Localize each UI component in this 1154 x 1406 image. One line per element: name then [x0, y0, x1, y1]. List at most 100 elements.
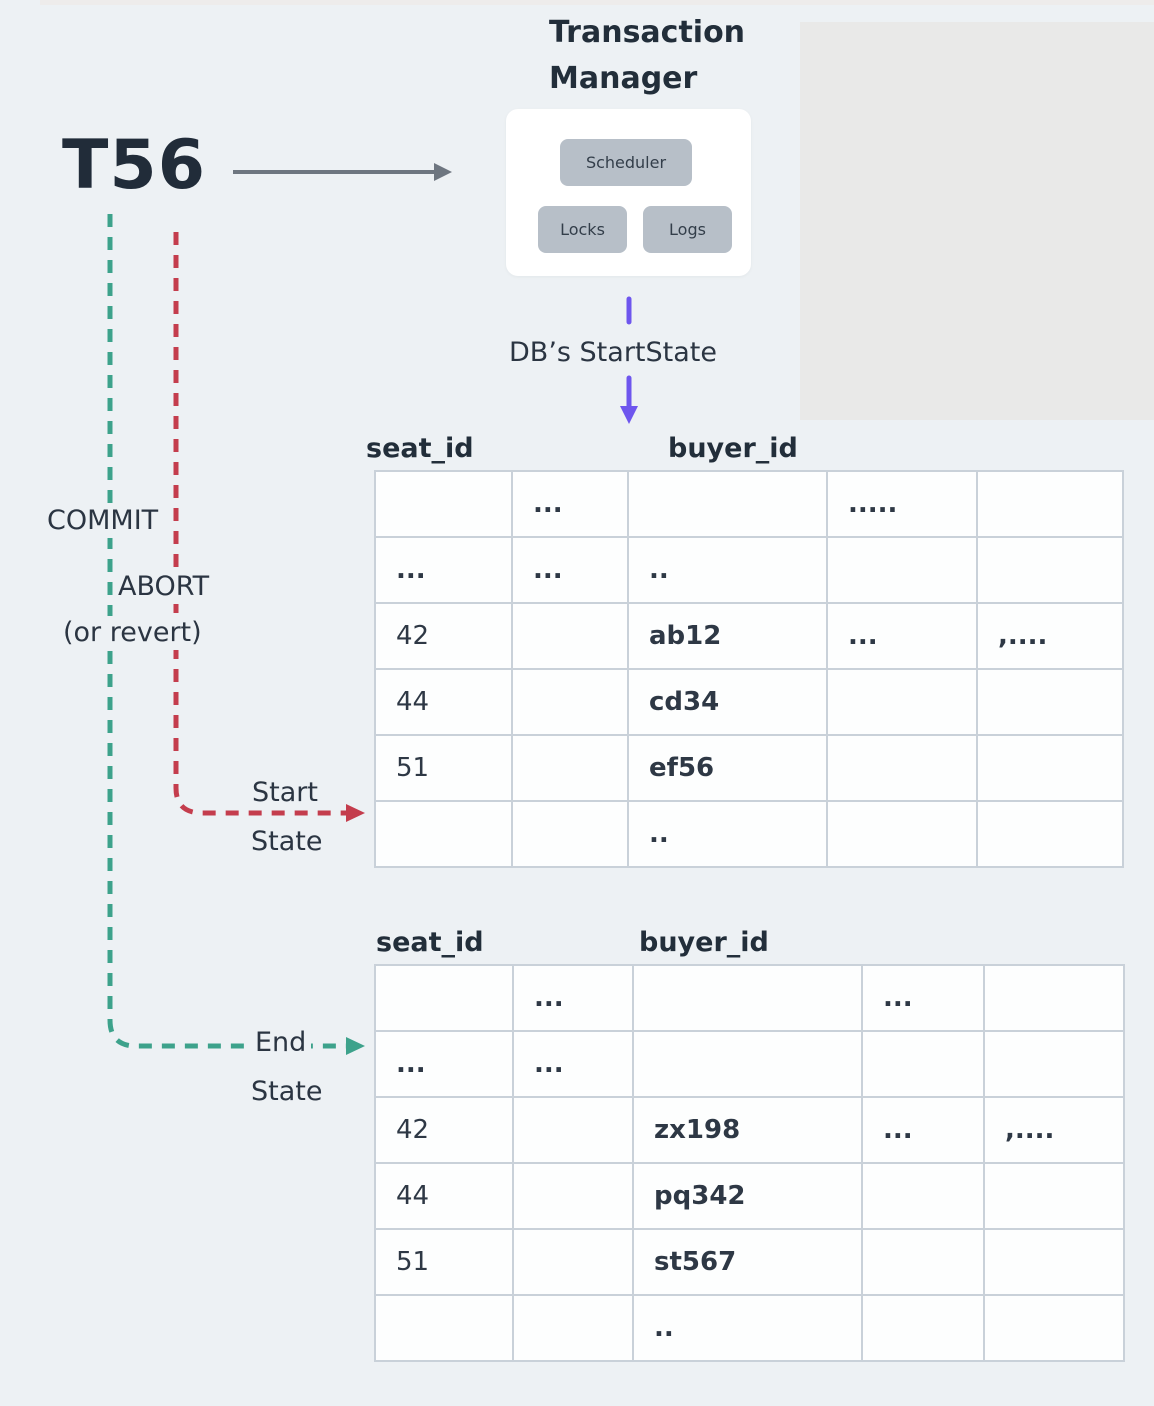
abort-label: ABORT	[113, 570, 215, 605]
table-cell	[511, 734, 629, 802]
table-cell	[512, 1294, 634, 1362]
top-strip	[40, 0, 1154, 5]
table-cell	[512, 1228, 634, 1296]
table-row: ..	[374, 800, 1124, 868]
table-cell	[983, 1294, 1125, 1362]
table-cell: ,....	[976, 602, 1124, 670]
table-row: ........	[374, 470, 1124, 538]
start-table-buyer-id-header: buyer_id	[668, 433, 798, 464]
table-cell	[861, 1162, 985, 1230]
table-cell: 44	[374, 668, 513, 736]
start-state-label-line1: Start	[252, 777, 318, 808]
table-row: 42 zx198...,....	[374, 1096, 1125, 1164]
locks-chip: Locks	[538, 206, 627, 253]
table-cell	[374, 964, 514, 1032]
table-row: 51 ef56	[374, 734, 1124, 802]
table-cell	[826, 734, 978, 802]
db-startstate-arrowhead-icon	[620, 406, 638, 424]
table-cell: zx198	[632, 1096, 863, 1164]
table-cell	[511, 602, 629, 670]
table-cell	[826, 800, 978, 868]
end-state-arrowhead-icon	[346, 1037, 365, 1055]
table-cell	[374, 800, 513, 868]
table-cell	[976, 470, 1124, 538]
scheduler-chip: Scheduler	[560, 139, 692, 186]
commit-end-state-path	[107, 214, 346, 1049]
abort-start-state-path	[173, 232, 346, 816]
table-cell: ..	[627, 536, 828, 604]
table-row: ......	[374, 1030, 1125, 1098]
logs-chip: Logs	[643, 206, 732, 253]
table-cell: ab12	[627, 602, 828, 670]
table-cell	[976, 734, 1124, 802]
start-state-arrowhead-icon	[346, 804, 365, 822]
table-cell: ..	[632, 1294, 863, 1362]
table-cell	[983, 1030, 1125, 1098]
table-cell: ...	[374, 1030, 514, 1098]
end-table-seat-id-header: seat_id	[376, 927, 484, 958]
table-cell	[511, 800, 629, 868]
table-cell	[511, 668, 629, 736]
table-cell	[826, 536, 978, 604]
table-cell	[512, 1162, 634, 1230]
table-cell	[627, 470, 828, 538]
table-cell	[512, 1096, 634, 1164]
end-table-buyer-id-header: buyer_id	[639, 927, 769, 958]
table-cell	[983, 964, 1125, 1032]
table-row: 44 cd34	[374, 668, 1124, 736]
table-cell: ...	[511, 536, 629, 604]
table-cell: ef56	[627, 734, 828, 802]
table-cell	[976, 800, 1124, 868]
table-cell: 42	[374, 602, 513, 670]
table-cell	[861, 1030, 985, 1098]
end-state-label-line2: State	[251, 1076, 323, 1107]
transaction-manager-title: Transaction Manager	[549, 10, 745, 102]
table-cell: ...	[512, 964, 634, 1032]
table-cell	[632, 964, 863, 1032]
right-gray-panel	[800, 22, 1154, 420]
t56-to-manager-arrowhead-icon	[434, 163, 452, 181]
table-cell	[374, 1294, 514, 1362]
table-row: ........	[374, 536, 1124, 604]
transaction-id: T56	[62, 126, 207, 205]
table-cell: ...	[861, 1096, 985, 1164]
table-cell	[826, 668, 978, 736]
table-cell: ..	[627, 800, 828, 868]
start-state-label-line2: State	[251, 826, 323, 857]
table-cell: ...	[826, 602, 978, 670]
table-cell: cd34	[627, 668, 828, 736]
table-cell: 42	[374, 1096, 514, 1164]
transaction-manager-title-line2: Manager	[549, 61, 698, 96]
table-cell	[861, 1228, 985, 1296]
table-cell	[632, 1030, 863, 1098]
table-cell: 51	[374, 734, 513, 802]
table-cell: ...	[511, 470, 629, 538]
table-cell: 51	[374, 1228, 514, 1296]
abort-note-label: (or revert)	[58, 616, 207, 651]
table-row: 51 st567	[374, 1228, 1125, 1296]
table-cell: pq342	[632, 1162, 863, 1230]
table-cell	[983, 1228, 1125, 1296]
table-cell: st567	[632, 1228, 863, 1296]
table-cell: 44	[374, 1162, 514, 1230]
table-cell	[861, 1294, 985, 1362]
table-cell	[976, 668, 1124, 736]
start-table-seat-id-header: seat_id	[366, 433, 474, 464]
table-cell: ,....	[983, 1096, 1125, 1164]
end-state-label-line1: End	[250, 1026, 312, 1061]
transaction-manager-title-line1: Transaction	[549, 15, 746, 50]
commit-label: COMMIT	[42, 504, 164, 539]
table-cell	[983, 1162, 1125, 1230]
db-startstate-label: DB’s StartState	[509, 337, 717, 368]
table-cell: ...	[861, 964, 985, 1032]
table-row: 44 pq342	[374, 1162, 1125, 1230]
table-cell	[976, 536, 1124, 604]
table-cell: ...	[512, 1030, 634, 1098]
table-cell	[374, 470, 513, 538]
table-row: ......	[374, 964, 1125, 1032]
table-cell: .....	[826, 470, 978, 538]
table-cell: ...	[374, 536, 513, 604]
